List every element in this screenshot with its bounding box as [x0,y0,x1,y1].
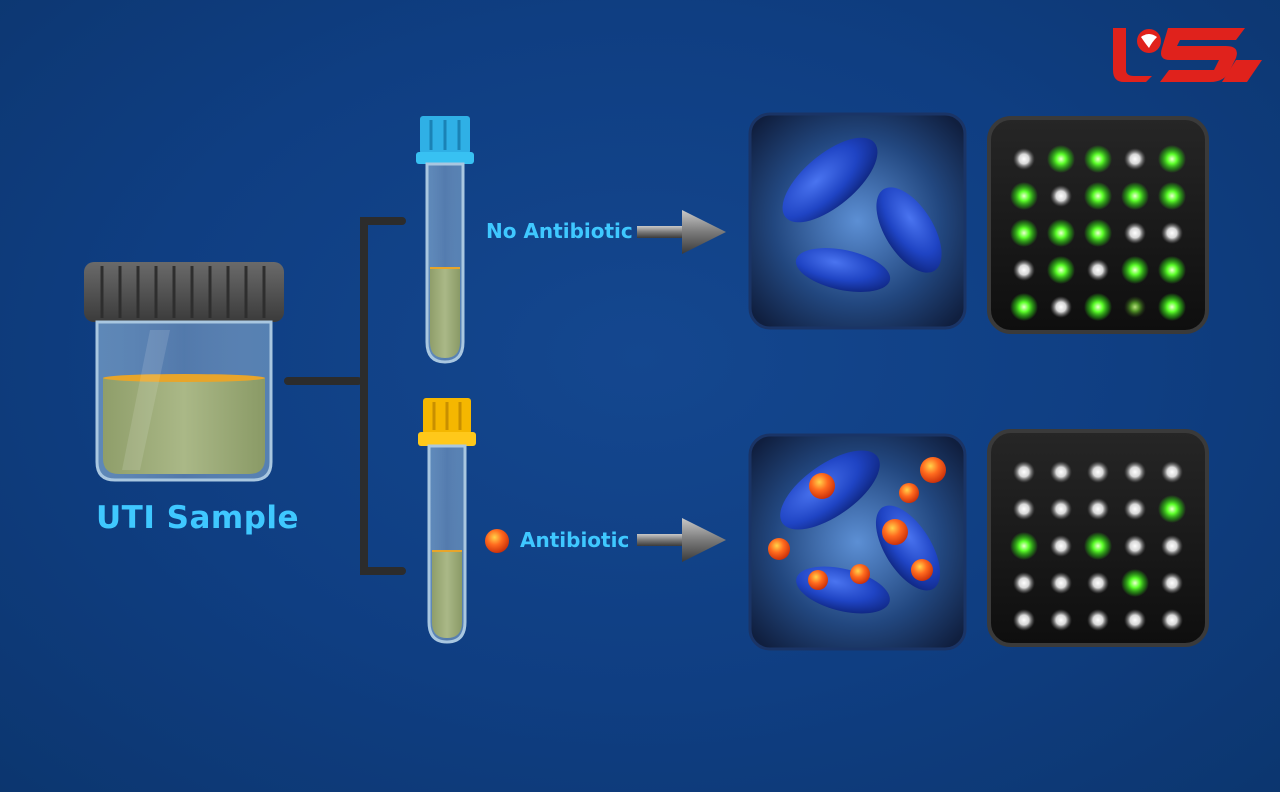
led-off [1050,609,1072,631]
led-off [1087,572,1109,594]
led-on [1121,256,1149,284]
led-off [1050,296,1072,318]
led-off [1161,535,1183,557]
led-off [1161,609,1183,631]
led-off [1013,498,1035,520]
led-off [1161,572,1183,594]
led-off [1161,461,1183,483]
bracket-connector [284,217,406,575]
antibiotic-particle-icon [485,529,509,553]
led-on [1047,219,1075,247]
led-on [1010,182,1038,210]
led-off [1050,572,1072,594]
led-grid-antibiotic [987,429,1209,647]
bacteria-panel-antibiotic [748,433,967,651]
led-off [1087,609,1109,631]
led-off [1013,572,1035,594]
led-on [1010,532,1038,560]
led-off [1124,461,1146,483]
led-on [1084,182,1112,210]
led-on [1158,293,1186,321]
rokna-logo-icon [1113,28,1262,82]
led-off [1050,461,1072,483]
antibiotic-label: Antibiotic [520,528,630,552]
led-off [1013,461,1035,483]
led-on [1158,256,1186,284]
led-off [1161,222,1183,244]
led-off [1087,259,1109,281]
led-off [1124,498,1146,520]
test-tube-icon [418,398,476,644]
no-antibiotic-label: No Antibiotic [486,219,633,243]
bacteria-panel-no-antibiotic [748,112,967,330]
led-off [1013,609,1035,631]
jar-icon [84,262,284,482]
led-on [1010,293,1038,321]
led-off [1087,498,1109,520]
led-on [1158,495,1186,523]
led-on [1084,293,1112,321]
led-on [1158,145,1186,173]
led-off [1050,535,1072,557]
led-off [1124,222,1146,244]
led-off [1124,609,1146,631]
led-off [1050,185,1072,207]
led-on [1047,145,1075,173]
led-off [1050,498,1072,520]
sample-label: UTI Sample [96,500,300,536]
led-on [1047,256,1075,284]
test-tube-icon [416,116,474,364]
antibiotic-particles [768,457,946,590]
led-on [1084,219,1112,247]
led-off [1013,148,1035,170]
led-on [1010,219,1038,247]
led-off [1124,148,1146,170]
led-grid-no-antibiotic [987,116,1209,334]
arrow-right-icon [637,210,726,254]
led-on [1084,532,1112,560]
bacteria-icon [782,137,942,292]
led-off [1087,461,1109,483]
led-off [1124,535,1146,557]
led-on [1084,145,1112,173]
arrow-right-icon [637,518,726,562]
led-off [1013,259,1035,281]
led-on [1124,296,1146,318]
led-on [1121,569,1149,597]
led-on [1121,182,1149,210]
led-on [1158,182,1186,210]
